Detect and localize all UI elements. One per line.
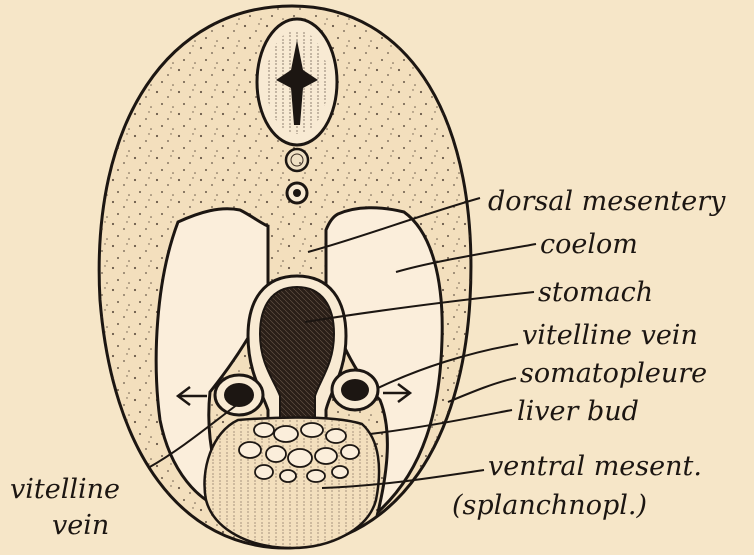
label-vitelline-vein-right: vitelline vein: [522, 320, 698, 351]
label-somatopleure: somatopleure: [520, 358, 707, 389]
label-vitelline-vein-left-line2: vein: [52, 510, 109, 541]
label-liver-bud: liver bud: [517, 396, 639, 427]
label-coelom: coelom: [540, 229, 638, 260]
label-stomach: stomach: [538, 277, 653, 308]
label-ventral-mesentery-line1: ventral mesent.: [488, 451, 702, 482]
label-vitelline-vein-left-line1: vitelline: [10, 474, 120, 505]
label-ventral-mesentery-line2: (splanchnopl.): [452, 490, 647, 521]
label-dorsal-mesentery: dorsal mesentery: [488, 186, 726, 217]
